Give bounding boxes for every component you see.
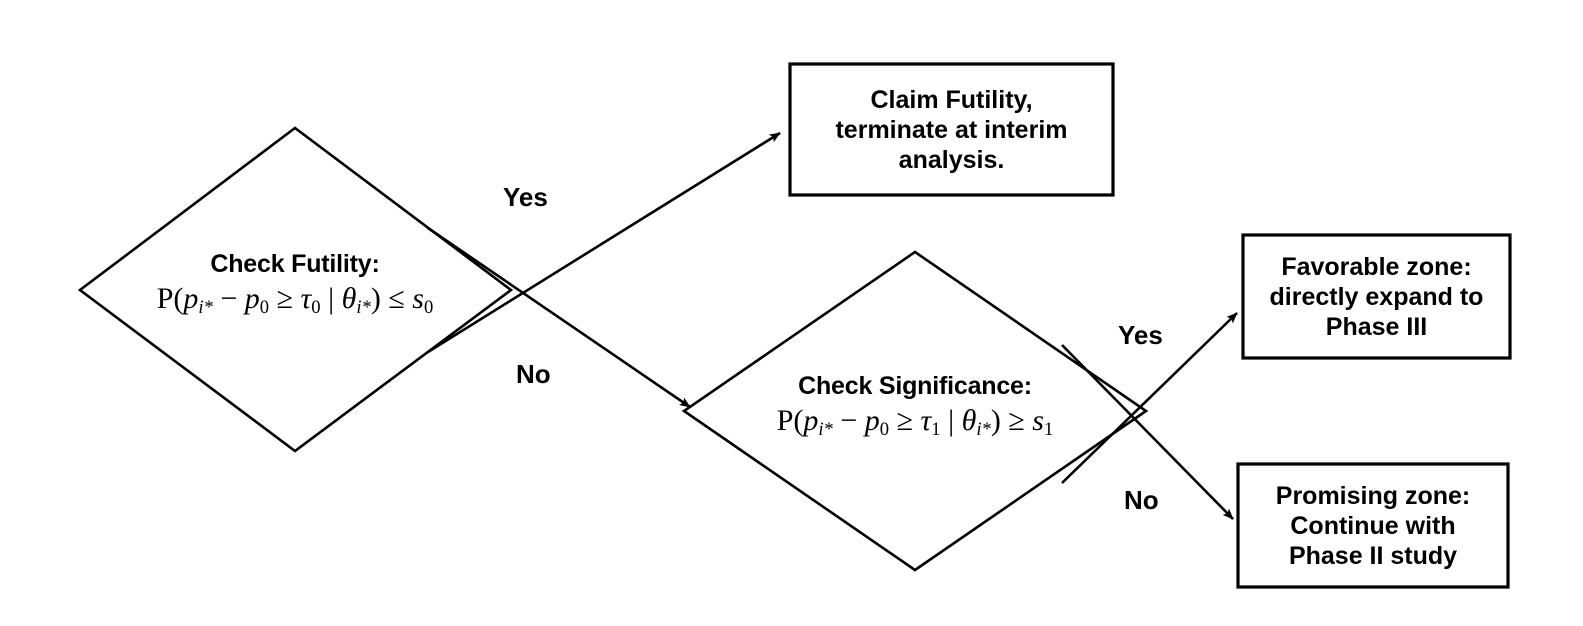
diamond-check-significance bbox=[681, 250, 1149, 572]
claim-futility-line-1: Claim Futility, bbox=[870, 85, 1033, 114]
favorable-zone-text: Favorable zone: directly expand to Phase… bbox=[1243, 235, 1510, 358]
claim-futility-line-2: terminate at interim bbox=[835, 115, 1068, 144]
edge-label-futility-yes: Yes bbox=[503, 182, 548, 212]
favorable-zone-line-2: directly expand to bbox=[1269, 282, 1484, 311]
rect-claim-futility bbox=[788, 62, 1115, 197]
rect-promising-zone bbox=[1236, 462, 1510, 589]
arrow-significance-no bbox=[1061, 344, 1234, 520]
promising-zone-line-1: Promising zone: bbox=[1275, 481, 1471, 510]
promising-zone-line-3: Phase II study bbox=[1288, 541, 1458, 570]
edge-label-futility-no: No bbox=[516, 359, 551, 389]
edge-label-significance-no: No bbox=[1124, 485, 1159, 515]
arrow-futility-no bbox=[427, 226, 691, 409]
favorable-zone-line-3: Phase III bbox=[1325, 312, 1428, 341]
arrow-significance-yes bbox=[1061, 312, 1238, 484]
arrow-futility-yes bbox=[427, 131, 781, 354]
edge-label-significance-yes: Yes bbox=[1118, 320, 1163, 350]
diamond-check-futility bbox=[77, 126, 514, 453]
favorable-zone-line-1: Favorable zone: bbox=[1281, 252, 1472, 281]
claim-futility-line-3: analysis. bbox=[898, 145, 1005, 174]
claim-futility-text: Claim Futility, terminate at interim ana… bbox=[790, 64, 1113, 195]
rect-favorable-zone bbox=[1241, 233, 1512, 360]
promising-zone-text: Promising zone: Continue with Phase II s… bbox=[1238, 464, 1508, 587]
promising-zone-line-2: Continue with bbox=[1290, 511, 1456, 540]
